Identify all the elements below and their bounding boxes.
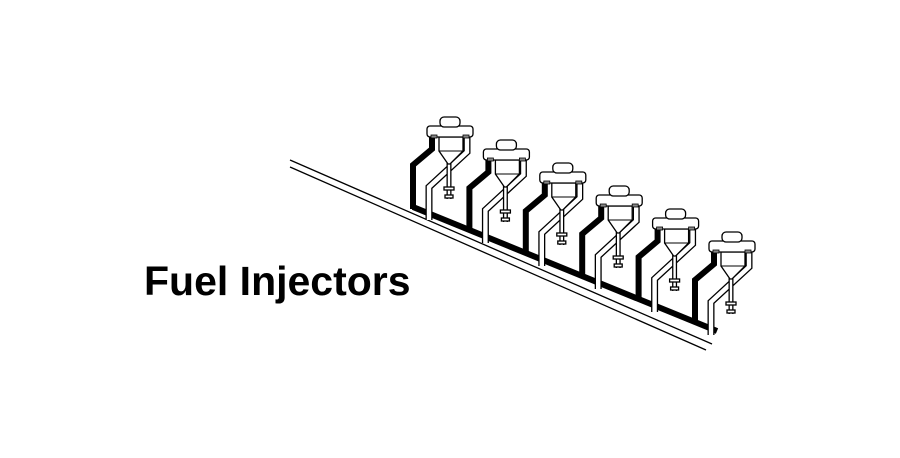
injector-cap xyxy=(608,185,630,197)
black-supply-line xyxy=(410,137,435,209)
injector-collar xyxy=(556,232,568,237)
black-supply-line xyxy=(635,229,661,301)
fuel-injector xyxy=(539,162,587,245)
injector-collar xyxy=(499,209,512,214)
flange-seal-left xyxy=(656,226,663,231)
flange-seal-right xyxy=(631,203,639,208)
flange-seal-left xyxy=(486,157,494,162)
flange-seal-left xyxy=(712,249,720,254)
injector-tip xyxy=(669,286,680,291)
injector-cap xyxy=(721,231,743,243)
flange-seal-right xyxy=(519,157,526,162)
fuel-injector xyxy=(708,231,756,314)
injector-tip xyxy=(726,309,736,314)
injector-group xyxy=(426,116,756,314)
fuel-injector xyxy=(482,139,531,222)
injector-tip xyxy=(500,217,511,222)
injector-cap xyxy=(439,116,461,128)
injector-collar xyxy=(612,255,624,260)
black-rail xyxy=(411,204,719,334)
flange-seal-right xyxy=(744,249,752,254)
injector-cap xyxy=(552,162,574,174)
flange-seal-right xyxy=(462,134,470,139)
black-supply-line xyxy=(579,206,605,278)
injector-collar xyxy=(668,278,681,283)
injector-cap xyxy=(495,139,518,151)
injector-tip xyxy=(613,263,623,268)
injector-collar xyxy=(725,301,737,306)
injector-cap xyxy=(664,208,687,220)
diagram-title: Fuel Injectors xyxy=(144,258,411,304)
fuel-injector xyxy=(595,185,643,268)
flange-seal-left xyxy=(543,180,551,185)
fuel-injector xyxy=(426,116,474,199)
flange-seal-left xyxy=(599,203,607,208)
rail-line-bottom xyxy=(289,166,707,351)
black-supply-line xyxy=(522,183,548,255)
injector-tip xyxy=(557,240,567,245)
fuel-injector xyxy=(651,208,700,291)
flange-seal-right xyxy=(575,180,583,185)
injector-collar xyxy=(443,186,455,191)
black-supply-line xyxy=(692,252,717,324)
flange-seal-left xyxy=(430,134,438,139)
black-supply-line xyxy=(466,160,492,232)
injector-tip xyxy=(444,194,454,199)
rail-line-top xyxy=(289,159,713,345)
flange-seal-right xyxy=(688,226,695,231)
